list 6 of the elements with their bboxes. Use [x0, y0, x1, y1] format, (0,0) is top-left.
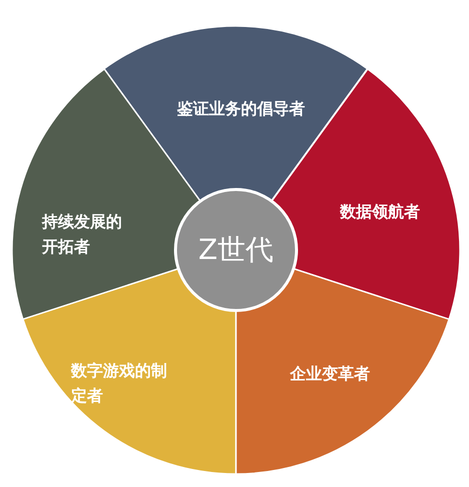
segment-label: 持续发展的开拓者: [42, 211, 123, 258]
center-label: Z世代: [198, 232, 274, 268]
segment-label: 鉴证业务的倡导者: [176, 98, 306, 120]
segment-label: 企业变革者: [288, 362, 371, 384]
segment-label: 数据领航者: [338, 201, 421, 224]
segment-label: 数字游戏的制定者: [70, 360, 168, 406]
